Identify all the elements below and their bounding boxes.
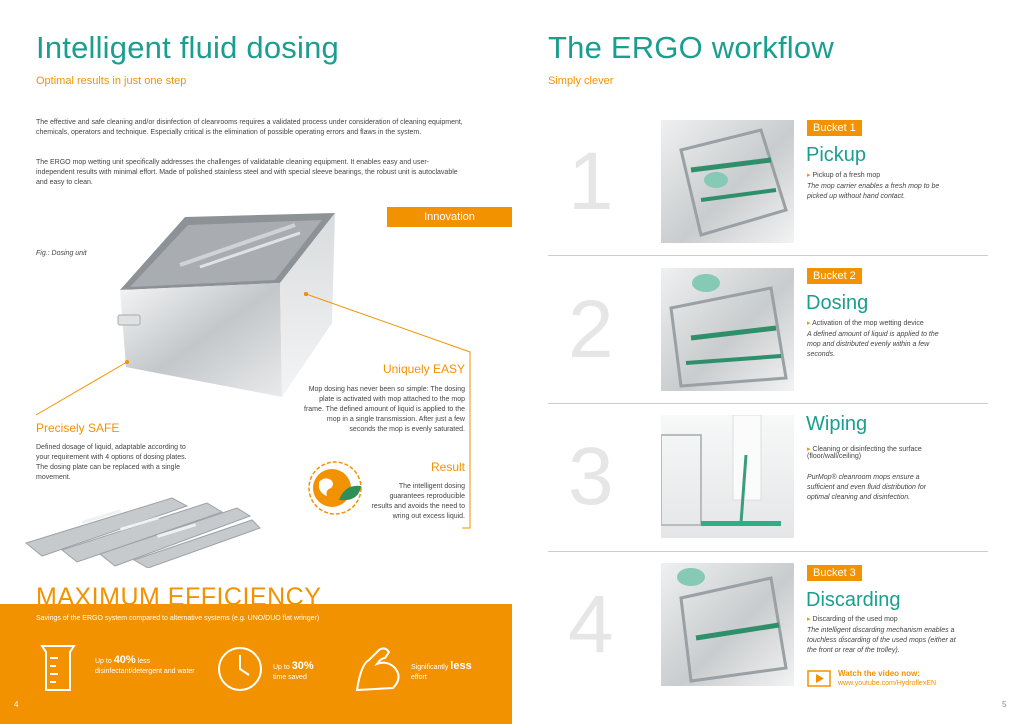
- step-bullet-1: Pickup of a fresh mop: [807, 171, 880, 179]
- safe-text: Defined dosage of liquid, adaptable acco…: [36, 444, 187, 481]
- step-text-4: The intelligent discarding mechanism ena…: [807, 627, 956, 654]
- dosing-plates-image: [24, 497, 261, 568]
- step-photo-dosing: [661, 268, 794, 391]
- video-label: Watch the video now:: [838, 669, 920, 678]
- step-photo-pickup: [661, 120, 794, 243]
- easy-title: Uniquely EASY: [382, 362, 465, 376]
- result-text: The intelligent dosing guarantees reprod…: [371, 483, 465, 520]
- step-divider: [548, 551, 988, 552]
- step-title-1: Pickup: [806, 144, 867, 166]
- left-subtitle: Optimal results in just one step: [36, 75, 187, 87]
- step-photo-discarding: [661, 563, 794, 686]
- step-bullet-2: Activation of the mop wetting device: [807, 319, 924, 327]
- left-title: Intelligent fluid dosing: [36, 30, 339, 65]
- efficiency-title: MAXIMUM EFFICIENCY: [36, 583, 322, 611]
- intro-paragraph-2: The ERGO mop wetting unit specifically a…: [36, 159, 458, 186]
- step-number-3: 3: [568, 431, 614, 522]
- result-title: Result: [430, 460, 465, 474]
- dosing-unit-image: [117, 213, 335, 397]
- globe-leaf-icon: [308, 461, 362, 515]
- video-link[interactable]: www.youtube.com/HydroflexEN: [838, 680, 937, 687]
- innovation-badge: Innovation: [387, 207, 512, 227]
- step-photo-wiping: [661, 415, 794, 538]
- clock-icon: [218, 647, 262, 691]
- step-number-1: 1: [568, 136, 614, 227]
- step-bullet-4: Discarding of the used mop: [807, 615, 897, 623]
- step-bullet-3: Cleaning or disinfecting the surface (fl…: [807, 445, 947, 460]
- muscle-arm-icon: [355, 647, 400, 692]
- step-badge-4: Bucket 3: [807, 565, 862, 581]
- page-number-right: 5: [1002, 700, 1007, 709]
- step-number-2: 2: [568, 284, 614, 375]
- efficiency-panel: [0, 604, 512, 724]
- step-divider: [548, 255, 988, 256]
- right-subtitle: Simply clever: [548, 75, 614, 87]
- step-title-2: Dosing: [806, 292, 869, 314]
- step-divider: [548, 403, 988, 404]
- step-badge-1: Bucket 1: [807, 120, 862, 136]
- step-badge-2: Bucket 2: [807, 268, 862, 284]
- stat-disinfectant: Up to 40% less disinfectant/detergent an…: [95, 654, 195, 676]
- figure-caption: Fig.: Dosing unit: [36, 250, 87, 257]
- savings-text: Savings of the ERGO system compared to a…: [36, 615, 320, 622]
- safe-title: Precisely SAFE: [36, 421, 120, 435]
- callout-lines: [35, 292, 471, 529]
- step-title-3: Wiping: [806, 413, 868, 435]
- right-title: The ERGO workflow: [548, 30, 834, 65]
- step-text-3: PurMop® cleanroom mops ensure a sufficie…: [807, 474, 927, 501]
- step-text-2: A defined amount of liquid is applied to…: [807, 331, 939, 358]
- stat-effort: Significantly less effort: [411, 660, 472, 682]
- bottle-icon: [40, 645, 76, 691]
- video-play-icon[interactable]: [807, 670, 831, 687]
- easy-text: Mop dosing has never been so simple: The…: [304, 386, 465, 433]
- step-text-1: The mop carrier enables a fresh mop to b…: [807, 183, 940, 200]
- step-title-4: Discarding: [806, 589, 901, 611]
- page-number-left: 4: [14, 700, 19, 709]
- step-number-4: 4: [568, 579, 614, 670]
- intro-paragraph-1: The effective and safe cleaning and/or d…: [36, 119, 463, 136]
- stat-time: Up to 30% time saved: [273, 660, 314, 682]
